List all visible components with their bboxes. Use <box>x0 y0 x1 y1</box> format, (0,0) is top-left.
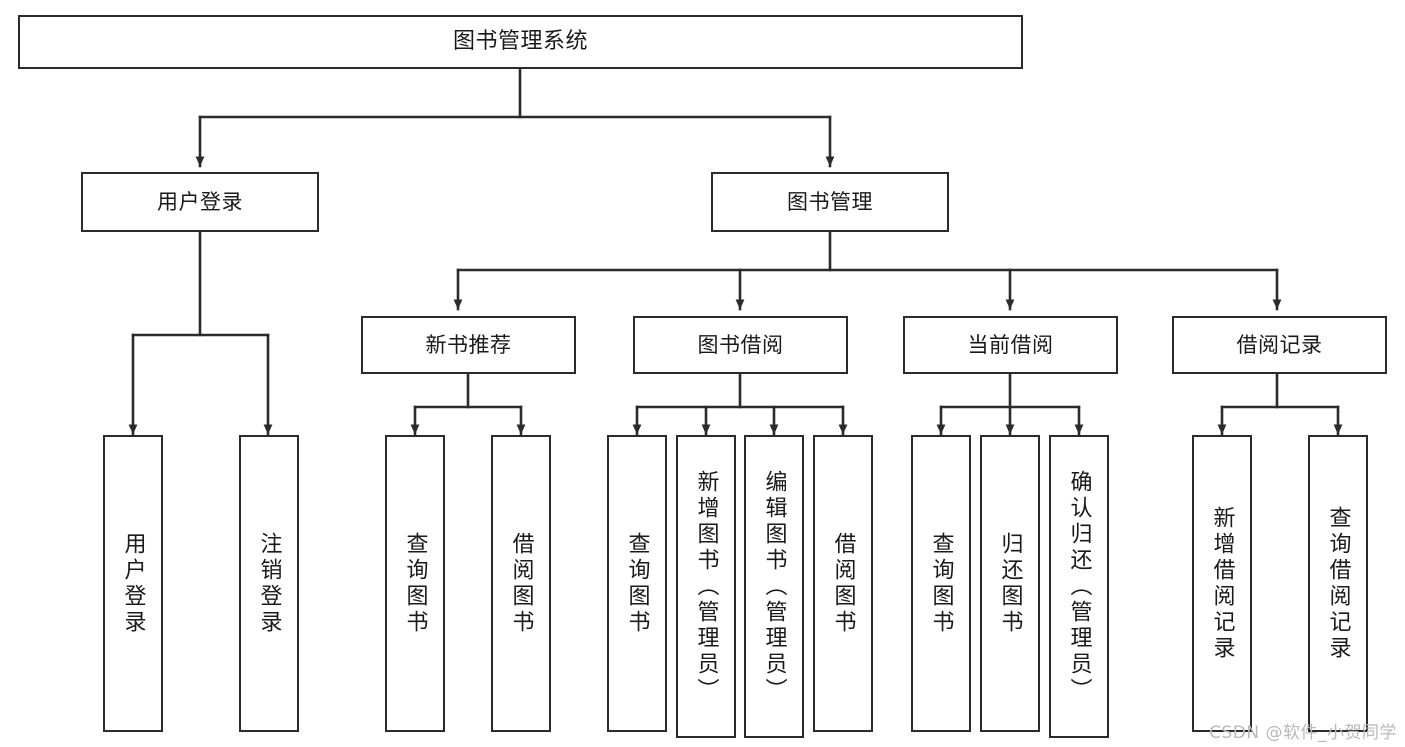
leaf-current-borrow-query-book[interactable]: 查询图书 <box>911 435 971 732</box>
leaf-label: 查询图书 <box>402 531 428 636</box>
node-current-borrowing[interactable]: 当前借阅 <box>903 316 1118 374</box>
node-label: 用户登录 <box>157 189 243 214</box>
node-label: 当前借阅 <box>967 332 1054 357</box>
node-label: 借阅记录 <box>1236 332 1323 357</box>
node-book-management[interactable]: 图书管理 <box>711 172 949 232</box>
node-label: 新书推荐 <box>425 332 512 357</box>
node-new-book-recommendation[interactable]: 新书推荐 <box>361 316 576 374</box>
node-book-borrowing[interactable]: 图书借阅 <box>633 316 848 374</box>
node-label: 图书管理系统 <box>452 29 588 55</box>
leaf-label: 借阅图书 <box>830 531 856 636</box>
leaf-label: 编辑图书（管理员） <box>761 469 787 704</box>
leaf-label: 查询图书 <box>928 531 954 636</box>
node-book-management-system[interactable]: 图书管理系统 <box>18 15 1023 69</box>
leaf-current-borrow-return-book[interactable]: 归还图书 <box>980 435 1040 732</box>
leaf-label: 新增借阅记录 <box>1209 505 1235 662</box>
leaf-borrow-record-add-record[interactable]: 新增借阅记录 <box>1192 435 1252 732</box>
leaf-book-borrow-edit-book-admin[interactable]: 编辑图书（管理员） <box>744 435 804 738</box>
leaf-borrow-record-query-record[interactable]: 查询借阅记录 <box>1308 435 1368 732</box>
leaf-new-book-query-book[interactable]: 查询图书 <box>385 435 445 732</box>
leaf-label: 查询借阅记录 <box>1325 505 1351 662</box>
node-borrowing-record[interactable]: 借阅记录 <box>1172 316 1387 374</box>
leaf-book-borrow-borrow-book[interactable]: 借阅图书 <box>813 435 873 732</box>
node-user-login[interactable]: 用户登录 <box>81 172 319 232</box>
node-label: 图书管理 <box>787 189 873 214</box>
leaf-user-login-sign-in[interactable]: 用户登录 <box>103 435 163 732</box>
leaf-book-borrow-add-book-admin[interactable]: 新增图书（管理员） <box>676 435 736 738</box>
leaf-new-book-borrow-book[interactable]: 借阅图书 <box>491 435 551 732</box>
leaf-label: 借阅图书 <box>508 531 534 636</box>
node-label: 图书借阅 <box>697 332 784 357</box>
leaf-label: 归还图书 <box>997 531 1023 636</box>
leaf-label: 确认归还（管理员） <box>1066 469 1092 704</box>
leaf-book-borrow-query-book[interactable]: 查询图书 <box>607 435 667 732</box>
leaf-current-borrow-confirm-return-admin[interactable]: 确认归还（管理员） <box>1049 435 1109 738</box>
leaf-user-login-sign-out[interactable]: 注销登录 <box>239 435 299 732</box>
leaf-label: 查询图书 <box>624 531 650 636</box>
leaf-label: 新增图书（管理员） <box>693 469 719 704</box>
leaf-label: 注销登录 <box>256 531 282 636</box>
leaf-label: 用户登录 <box>120 531 146 636</box>
